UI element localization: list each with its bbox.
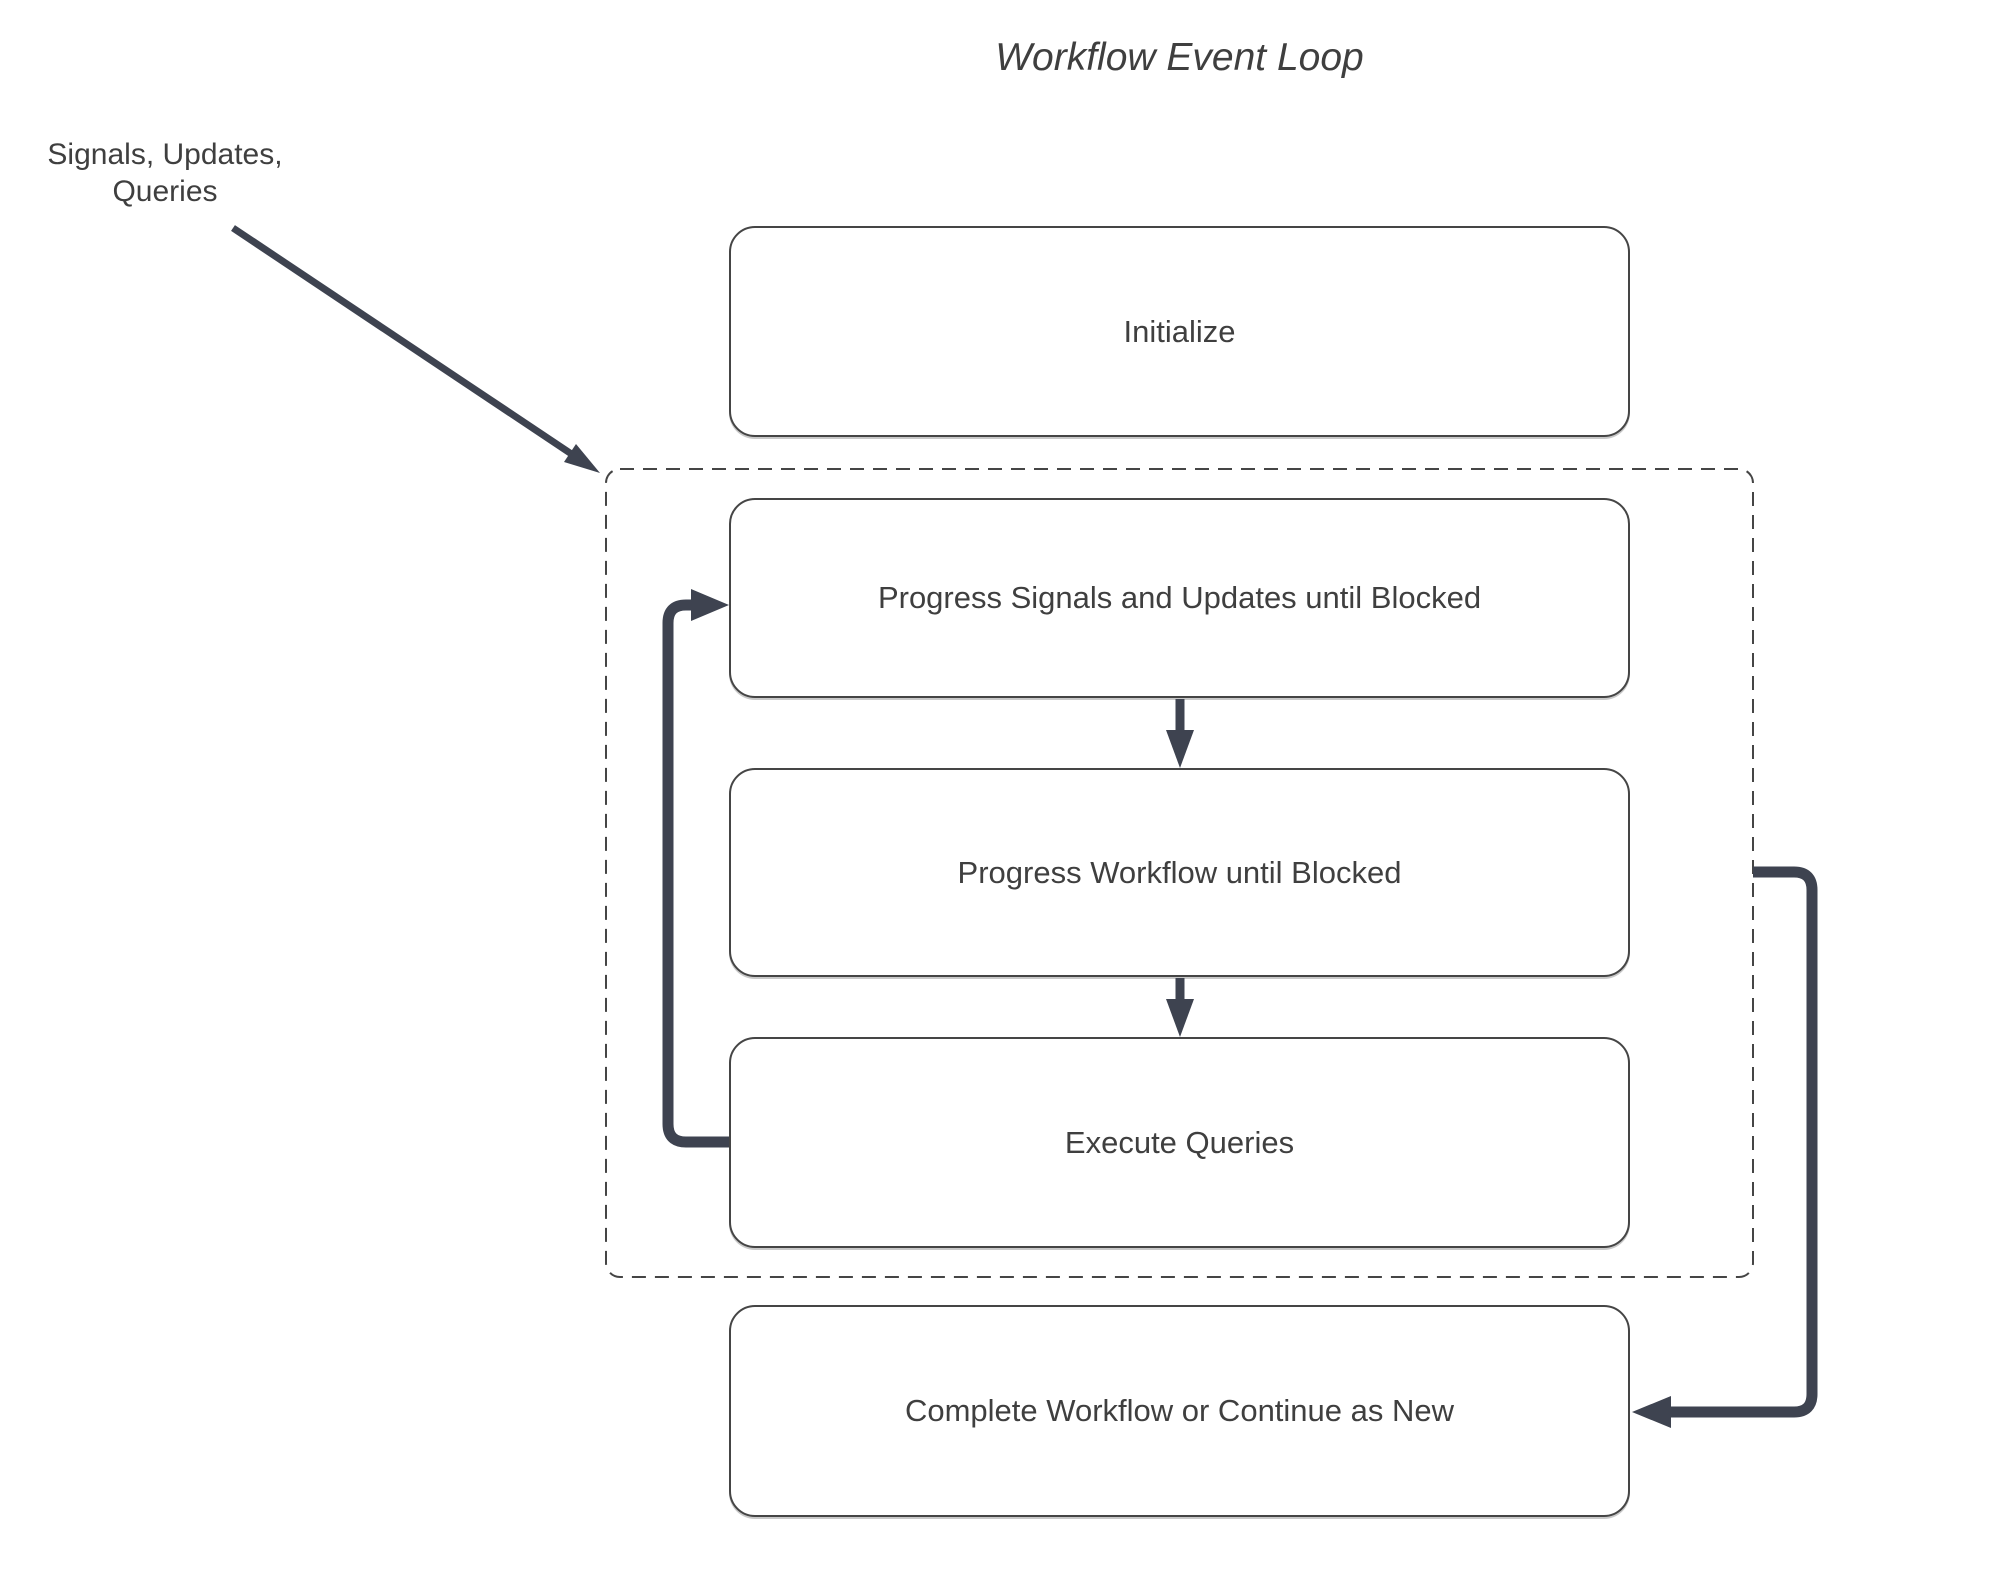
- connector-workflow-to-queries: [1166, 978, 1194, 1037]
- external-events-label-line1: Signals, Updates,: [47, 138, 283, 171]
- node-progress-workflow: Progress Workflow until Blocked: [729, 768, 1630, 977]
- node-initialize-label: Initialize: [1123, 313, 1236, 349]
- node-execute-queries-label: Execute Queries: [1064, 1124, 1295, 1160]
- connector-queries-loop-back: [662, 589, 729, 1148]
- external-events-label-line2: Queries: [112, 175, 218, 208]
- node-progress-workflow-label: Progress Workflow until Blocked: [957, 854, 1402, 890]
- node-progress-signals-updates-label: Progress Signals and Updates until Block…: [877, 580, 1482, 615]
- node-progress-signals-updates: Progress Signals and Updates until Block…: [729, 498, 1630, 698]
- node-complete-or-continue: Complete Workflow or Continue as New: [729, 1305, 1630, 1517]
- connector-loop-to-complete: [1632, 866, 1818, 1428]
- external-events-label: Signals, Updates, Queries: [18, 136, 312, 210]
- annotation-arrow: [231, 225, 600, 473]
- node-complete-or-continue-label: Complete Workflow or Continue as New: [904, 1393, 1455, 1428]
- node-initialize: Initialize: [729, 226, 1630, 437]
- connector-signals-to-workflow: [1166, 699, 1194, 768]
- diagram-title: Workflow Event Loop: [995, 36, 1364, 79]
- node-execute-queries: Execute Queries: [729, 1037, 1630, 1248]
